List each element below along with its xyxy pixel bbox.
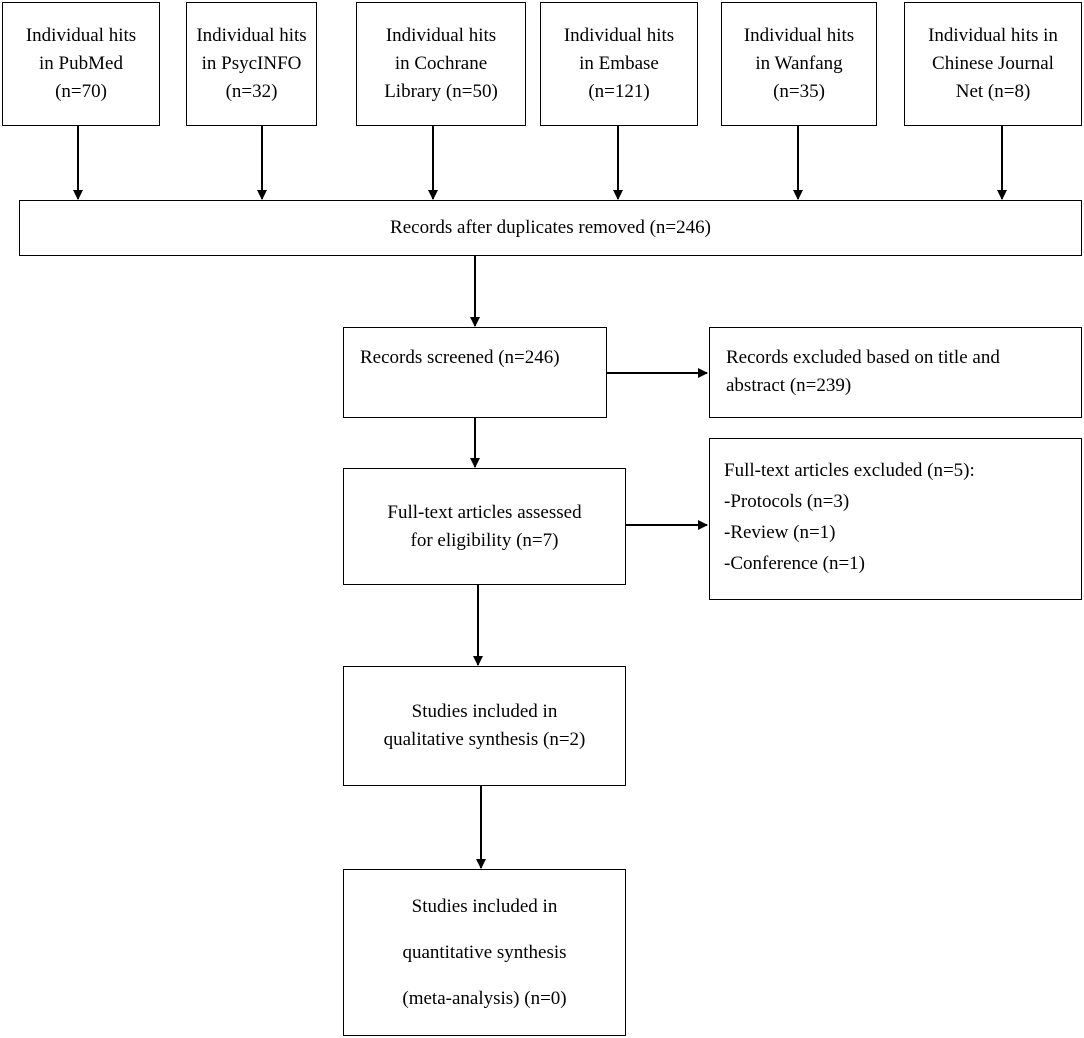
dedup-box: Records after duplicates removed (n=246) (19, 200, 1082, 256)
source-line: Chinese Journal (932, 53, 1054, 74)
excluded-fulltext-box: Full-text articles excluded (n=5): -Prot… (709, 438, 1082, 600)
fulltext-box: Full-text articles assessed for eligibil… (343, 468, 626, 585)
source-line: Individual hits in (928, 25, 1058, 46)
source-line: (n=121) (588, 81, 650, 102)
source-line: Individual hits (196, 25, 307, 46)
excluded-fulltext-line: -Review (n=1) (724, 522, 836, 543)
source-line: (n=32) (225, 81, 278, 102)
source-line: (n=35) (773, 81, 825, 102)
quantitative-line: (meta-analysis) (n=0) (402, 987, 567, 1009)
excluded-title-box: Records excluded based on title and abst… (709, 327, 1082, 418)
fulltext-line: Full-text articles assessed (387, 501, 582, 523)
source-box-chinese-journal-net: Individual hits in Chinese Journal Net (… (904, 2, 1082, 126)
source-line: Individual hits (385, 25, 497, 46)
source-box-embase: Individual hits in Embase (n=121) (540, 2, 698, 126)
source-box-pubmed: Individual hits in PubMed (n=70) (2, 2, 160, 126)
screened-box: Records screened (n=246) (343, 327, 607, 418)
source-line: in PubMed (39, 53, 123, 74)
source-line: Individual hits (743, 25, 855, 46)
qualitative-line: Studies included in (411, 701, 558, 722)
source-line: (n=70) (55, 81, 107, 102)
dedup-text: Records after duplicates removed (n=246) (390, 217, 711, 238)
source-box-cochrane: Individual hits in Cochrane Library (n=5… (356, 2, 526, 126)
source-box-wanfang: Individual hits in Wanfang (n=35) (721, 2, 877, 126)
qualitative-line: qualitative synthesis (n=2) (383, 729, 586, 750)
qualitative-box: Studies included in qualitative synthesi… (343, 666, 626, 786)
source-line: in PsycINFO (201, 53, 302, 74)
quantitative-box: Studies included in quantitative synthes… (343, 869, 626, 1036)
excluded-fulltext-line: Full-text articles excluded (n=5): (724, 460, 975, 481)
source-line: Individual hits (25, 25, 137, 46)
source-line: Net (n=8) (955, 81, 1031, 102)
fulltext-line: for eligibility (n=7) (410, 529, 559, 551)
source-line: Individual hits (563, 25, 675, 46)
quantitative-line: Studies included in (411, 895, 558, 917)
source-line: in Embase (579, 53, 659, 74)
source-box-psycinfo: Individual hits in PsycINFO (n=32) (186, 2, 317, 126)
excluded-title-line: Records excluded based on title and (726, 347, 1000, 368)
screened-text: Records screened (n=246) (360, 347, 560, 368)
excluded-fulltext-line: -Protocols (n=3) (724, 491, 850, 512)
source-line: in Cochrane (394, 53, 488, 74)
source-line: in Wanfang (755, 53, 843, 74)
quantitative-line: quantitative synthesis (402, 941, 567, 963)
excluded-title-line: abstract (n=239) (726, 375, 852, 396)
source-line: Library (n=50) (384, 81, 498, 102)
excluded-fulltext-line: -Conference (n=1) (724, 553, 866, 574)
